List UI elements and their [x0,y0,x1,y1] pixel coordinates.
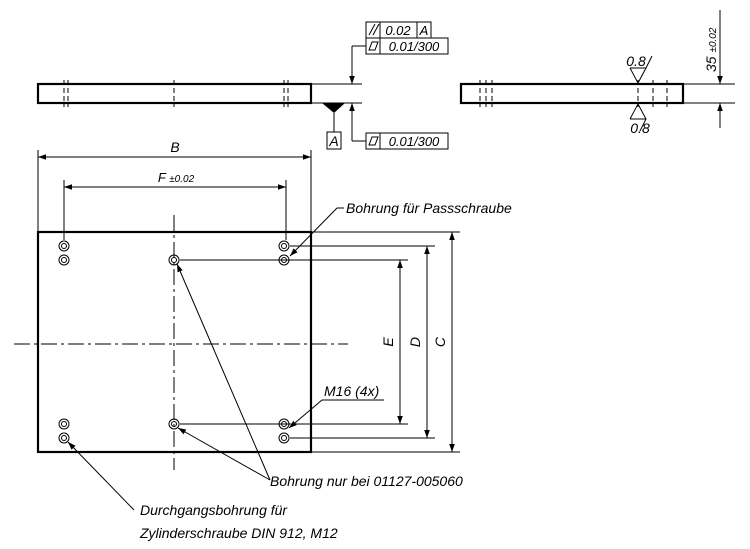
parallelism-icon [368,23,380,36]
hole [58,418,70,430]
top-view: B F ±0.02 C D E Bohrung für Passschraube [14,139,512,541]
flatness-top-value: 0.01/300 [389,39,440,54]
flatness-icon [368,41,379,51]
parallelism-datum: A [419,23,429,38]
feature-control-frame-top: 0.02 A 0.01/300 [349,21,449,84]
datum-label: A [328,133,338,149]
roughness-bottom: 0.8 [630,120,650,136]
side-view-plate-right [459,82,685,105]
callout-through-hole-line2: Zylinderschraube DIN 912, M12 [139,525,338,541]
datum-box [326,131,342,150]
hole [58,254,70,266]
side-view-left: A [36,80,362,150]
roughness-top: 0.8 [626,53,646,69]
hole [278,240,290,252]
callout-fitting-bolt-hole: Bohrung für Passschraube [346,200,512,216]
dimension-d: D [407,337,423,347]
side-view-right: 0.8 0.8 35 ±0.02 [459,10,735,136]
datum-triangle [322,103,345,113]
callout-through-hole-line1: Durchgangsbohrung für [140,502,288,518]
feature-control-frame-bottom: 0.01/300 [349,103,449,150]
parallelism-value: 0.02 [385,23,411,38]
hole [58,240,70,252]
callout-bore-only: Bohrung nur bei 01127-005060 [270,473,463,489]
hole [168,254,180,266]
roughness-bottom-icon [629,102,647,132]
hole [278,432,290,444]
hole [58,432,70,444]
thickness-value: 35 ±0.02 [703,27,719,72]
flatness-bottom-value: 0.01/300 [389,134,440,149]
hole [168,418,180,430]
flatness-icon [368,136,379,146]
dimension-f: F ±0.02 [158,170,195,185]
callout-thread: M16 (4x) [324,383,379,399]
dimension-e: E [380,337,396,347]
roughness-top-icon [629,55,653,85]
dimension-c: C [432,336,448,347]
dimension-b: B [170,139,179,155]
